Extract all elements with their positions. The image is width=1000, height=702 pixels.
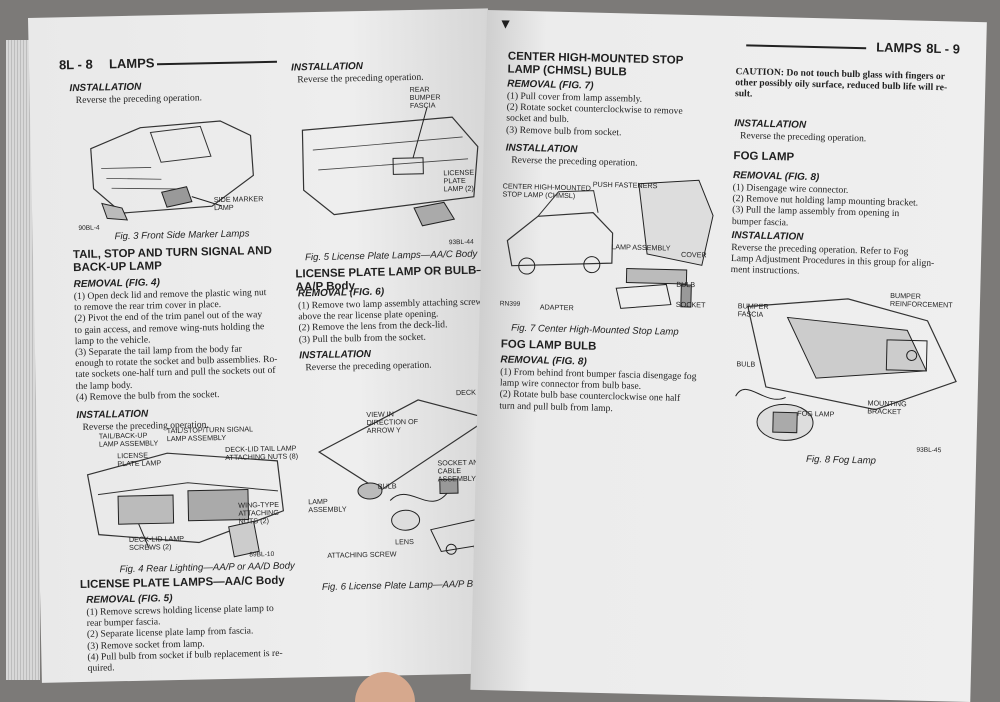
fig4-label-tail-stop-turn: TAIL/STOP/TURN SIGNAL LAMP ASSEMBLY <box>166 424 253 444</box>
installation-heading: INSTALLATION <box>290 60 364 74</box>
fig8-label-mounting-bracket: MOUNTING BRACKET <box>867 398 907 417</box>
fig4-illustration <box>77 431 290 565</box>
fig4-code: 89BL-10 <box>249 550 275 559</box>
fig7-label-cover: COVER <box>680 249 707 260</box>
fig4-label-tail-nuts: DECK-LID TAIL LAMP ATTACHING NUTS (8) <box>224 443 299 462</box>
header-rule <box>746 44 867 50</box>
removal-fig4-steps: (1) Open deck lid and remove the plastic… <box>74 287 286 403</box>
fig5-caption: Fig. 5 License Plate Lamps—AA/C Body <box>304 248 478 264</box>
fig5-code: 93BL-44 <box>448 238 474 247</box>
fig7-label-adapter: ADAPTER <box>539 302 574 313</box>
removal-fig6-steps: (1) Remove two lamp assembly attaching s… <box>298 296 499 345</box>
removal-fig7-heading: REMOVAL (FIG. 7) <box>507 78 594 92</box>
fig4-label-deck-screws: DECK-LID LAMP SCREWS (2) <box>128 533 185 552</box>
fig5-label-plate-lamp: LICENSE PLATE LAMP (2) <box>443 167 475 194</box>
fig4-label-tail-backup: TAIL/BACK-UP LAMP ASSEMBLY <box>98 430 159 449</box>
fig3-caption: Fig. 3 Front Side Marker Lamps <box>114 228 250 243</box>
installation-heading: INSTALLATION <box>734 118 807 131</box>
installation-heading: INSTALLATION <box>505 142 578 156</box>
removal-fig4-heading: REMOVAL (FIG. 4) <box>73 277 161 291</box>
removal-fig8-steps: (1) From behind front bumper fascia dise… <box>499 366 720 416</box>
fig4-label-license-plate: LICENSE PLATE LAMP <box>117 450 162 469</box>
fig7-label-socket: SOCKET <box>675 299 706 310</box>
installation-text: Reverse the preceding operation. <box>75 92 203 107</box>
installation-heading: INSTALLATION <box>731 230 804 243</box>
tail-lamp-heading: TAIL, STOP AND TURN SIGNAL AND BACK-UP L… <box>72 244 272 275</box>
fig7-code: RN399 <box>499 300 521 308</box>
installation-heading: INSTALLATION <box>69 81 142 95</box>
fig7-illustration <box>495 170 719 325</box>
removal-fig6-heading: REMOVAL (FIG. 6) <box>297 286 385 300</box>
header-rule <box>156 60 277 66</box>
right-section-title: LAMPS <box>876 39 922 56</box>
installation-text: Reverse the preceding operation. <box>511 154 638 169</box>
fig7-caption: Fig. 7 Center High-Mounted Stop Lamp <box>511 322 679 338</box>
fig4-caption: Fig. 4 Rear Lighting—AA/P or AA/D Body <box>119 560 295 576</box>
fig6-label-lamp-assembly: LAMP ASSEMBLY <box>308 496 347 515</box>
fig3-label-side-marker: SIDE MARKER LAMP <box>213 194 264 213</box>
fig6-label-attaching-screw: ATTACHING SCREW <box>327 549 397 560</box>
caution-note: CAUTION: Do not touch bulb glass with fi… <box>735 66 976 105</box>
fig4-label-wing-nuts: WING-TYPE ATTACHING NUTS (2) <box>238 499 280 526</box>
fig3-illustration <box>80 105 262 229</box>
fig8-code: 93BL-45 <box>916 446 942 455</box>
installation-steps: Reverse the preceding operation. Refer t… <box>731 242 967 281</box>
fig3-code: 90BL-4 <box>78 224 100 232</box>
installation-text: Reverse the preceding operation. <box>297 71 424 86</box>
fig8-label-fog-lamp: FOG LAMP <box>797 408 835 419</box>
fig6-label-view-arrow: VIEW IN DIRECTION OF ARROW Y <box>366 409 419 435</box>
right-page-number: 8L - 9 <box>926 40 961 57</box>
removal-fig7-steps: (1) Pull cover from lamp assembly. (2) R… <box>506 91 727 141</box>
fig5-illustration <box>292 87 485 241</box>
page-marker-triangle: ▼ <box>498 15 513 32</box>
thumb <box>355 672 415 702</box>
removal-fig5-heading: REMOVAL (FIG. 5) <box>86 593 173 606</box>
right-page: ▼ LAMPS 8L - 9 CENTER HIGH-MOUNTED STOP … <box>470 10 987 702</box>
fig7-label-lamp-assembly: LAMP ASSEMBLY <box>611 242 671 253</box>
installation-heading: INSTALLATION <box>299 348 372 362</box>
left-section-title: LAMPS <box>108 55 155 72</box>
removal-fig8-heading: REMOVAL (FIG. 8) <box>732 170 820 184</box>
installation-heading: INSTALLATION <box>76 408 149 422</box>
removal-fig8-steps: (1) Disengage wire connector. (2) Remove… <box>732 182 968 233</box>
fig8-caption: Fig. 8 Fog Lamp <box>805 453 877 467</box>
fig6-label-lens: LENS <box>394 537 414 547</box>
fig6-label-bulb: BULB <box>377 481 397 491</box>
license-plate-heading: LICENSE PLATE LAMPS—AA/C Body <box>79 574 285 592</box>
removal-fig5-steps: (1) Remove screws holding license plate … <box>86 603 297 675</box>
fig8-label-bumper-reinforcement: BUMPER REINFORCEMENT <box>889 290 953 310</box>
fig8-illustration <box>724 286 968 452</box>
installation-text: Reverse the preceding operation. <box>739 130 867 145</box>
fig6-caption: Fig. 6 License Plate Lamp—AA/P Body <box>321 578 489 593</box>
left-page-number: 8L - 8 <box>58 56 93 73</box>
fig5-label-fascia: REAR BUMPER FASCIA <box>409 84 441 111</box>
removal-fig8-heading: REMOVAL (FIG. 8) <box>500 354 587 368</box>
fig7-label-bulb: BULB <box>676 279 696 290</box>
fog-lamp-heading: FOG LAMP <box>733 150 795 164</box>
fig7-label-chmsl: CENTER HIGH-MOUNTED STOP LAMP (CHMSL) <box>502 181 592 201</box>
left-page: 8L - 8 LAMPS INSTALLATION Reverse the pr… <box>28 8 502 683</box>
chmsl-heading: CENTER HIGH-MOUNTED STOP LAMP (CHMSL) BU… <box>507 50 684 79</box>
fig8-label-bumper-fascia: BUMPER FASCIA <box>737 301 769 319</box>
installation-text: Reverse the preceding operation. <box>305 359 432 374</box>
fig8-label-bulb: BULB <box>736 359 756 369</box>
fog-lamp-bulb-heading: FOG LAMP BULB <box>500 338 597 353</box>
